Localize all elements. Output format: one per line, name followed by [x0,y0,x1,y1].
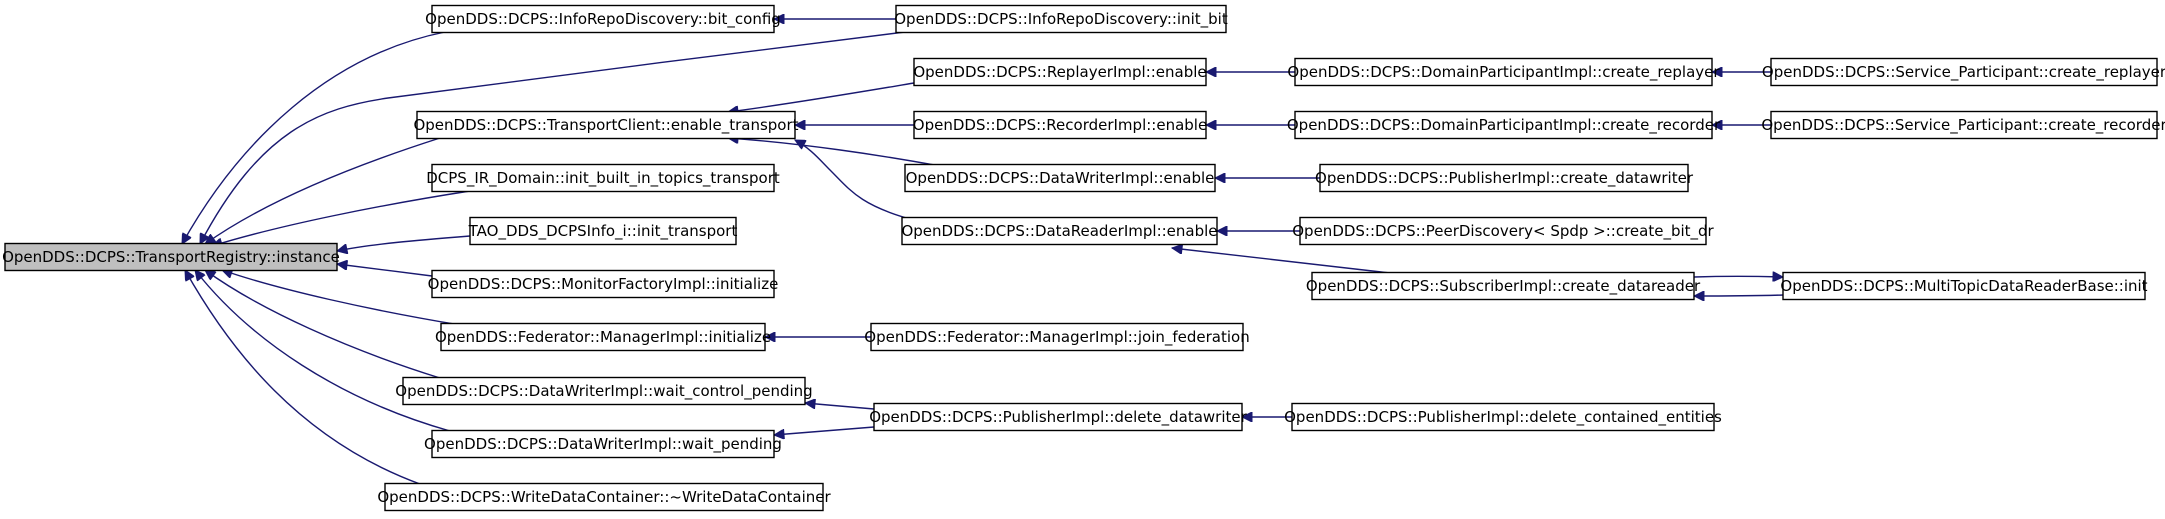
edge-dwwcp-to-root [205,270,441,379]
node-opendds-dcps-peerdiscovery-spdp-create-bit-dr[interactable]: OpenDDS::DCPS::PeerDiscovery< Spdp >::cr… [1292,216,1715,246]
node-box [901,216,1218,246]
node-box [1291,402,1715,432]
node-box [402,376,806,406]
node-label: OpenDDS::DCPS::TransportRegistry::instan… [2,248,340,266]
node-box [1782,271,2146,301]
node-box [913,110,1207,140]
node-box [431,163,775,193]
node-opendds-dcps-replayerimpl-enable[interactable]: OpenDDS::DCPS::ReplayerImpl::enable [913,57,1207,87]
edge-tao-to-root [337,235,471,251]
node-box [1770,110,2158,140]
node-label: OpenDDS::DCPS::DomainParticipantImpl::cr… [1287,116,1721,135]
edge-pubdel-to-dwwp [774,426,875,435]
edge-pubdel-to-dwwcp [805,403,875,410]
node-label: TAO_DDS_DCPSInfo_i::init_transport [468,222,738,241]
node-label: OpenDDS::Federator::ManagerImpl::join_fe… [864,328,1249,347]
edge-dren-to-enabletr [795,139,911,220]
edge-bitcfg-to-root [181,31,446,244]
node-label: OpenDDS::DCPS::PublisherImpl::delete_dat… [869,408,1247,427]
node-box [873,402,1243,432]
node-dcps-ir-domain-init-built-in-topics-transport[interactable]: DCPS_IR_Domain::init_built_in_topics_tra… [426,163,780,193]
node-opendds-dcps-subscriberimpl-create-datareader[interactable]: OpenDDS::DCPS::SubscriberImpl::create_da… [1306,271,1701,301]
node-label: OpenDDS::DCPS::DataReaderImpl::enable [901,222,1217,240]
node-box [469,216,737,246]
node-box [1294,57,1713,87]
node-label: OpenDDS::Federator::ManagerImpl::initial… [435,328,771,346]
call-edges [181,19,1784,485]
node-box [416,110,796,140]
node-opendds-dcps-datareaderimpl-enable[interactable]: OpenDDS::DCPS::DataReaderImpl::enable [901,216,1218,246]
node-opendds-dcps-monitorfactoryimpl-initialize[interactable]: OpenDDS::DCPS::MonitorFactoryImpl::initi… [428,269,779,299]
node-box [431,4,775,34]
edge-mtdr-to-subcdr [1694,295,1784,296]
node-opendds-dcps-publisherimpl-create-datawriter[interactable]: OpenDDS::DCPS::PublisherImpl::create_dat… [1315,163,1694,193]
node-label: OpenDDS::DCPS::Service_Participant::crea… [1762,63,2165,82]
node-box [440,322,766,352]
node-opendds-dcps-recorderimpl-enable[interactable]: OpenDDS::DCPS::RecorderImpl::enable [913,110,1207,140]
node-opendds-dcps-transportclient-enable-transport[interactable]: OpenDDS::DCPS::TransportClient::enable_t… [413,110,799,140]
node-box [431,429,775,459]
edge-subcdr-to-dren [1172,248,1391,274]
node-opendds-dcps-inforepodiscovery-bit-config[interactable]: OpenDDS::DCPS::InfoRepoDiscovery::bit_co… [425,4,781,34]
node-box [1311,271,1695,301]
edge-subcdr-to-mtdr [1693,276,1783,277]
edge-irdomain-to-root [212,190,471,246]
node-label: OpenDDS::DCPS::InfoRepoDiscovery::init_b… [894,10,1228,29]
node-opendds-dcps-transportregistry-instance[interactable]: OpenDDS::DCPS::TransportRegistry::instan… [2,242,340,272]
node-box [4,242,338,272]
node-opendds-dcps-writedatacontainer-writedatacontainer[interactable]: OpenDDS::DCPS::WriteDataContainer::~Writ… [377,482,832,512]
node-opendds-dcps-publisherimpl-delete-datawriter[interactable]: OpenDDS::DCPS::PublisherImpl::delete_dat… [869,402,1248,432]
node-label: OpenDDS::DCPS::PublisherImpl::create_dat… [1315,169,1694,188]
node-opendds-federator-managerimpl-join-federation[interactable]: OpenDDS::Federator::ManagerImpl::join_fe… [864,322,1250,352]
node-label: OpenDDS::DCPS::DataWriterImpl::wait_cont… [395,382,812,401]
node-label: OpenDDS::DCPS::PublisherImpl::delete_con… [1284,408,1722,427]
node-label: OpenDDS::DCPS::DataWriterImpl::wait_pend… [424,435,782,454]
node-opendds-dcps-datawriterimpl-wait-control-pending[interactable]: OpenDDS::DCPS::DataWriterImpl::wait_cont… [395,376,813,406]
node-opendds-dcps-datawriterimpl-wait-pending[interactable]: OpenDDS::DCPS::DataWriterImpl::wait_pend… [424,429,782,459]
node-box [1319,163,1689,193]
node-label: OpenDDS::DCPS::PeerDiscovery< Spdp >::cr… [1292,222,1714,241]
node-opendds-dcps-multitopicdatareaderbase-init[interactable]: OpenDDS::DCPS::MultiTopicDataReaderBase:… [1780,271,2148,301]
node-label: OpenDDS::DCPS::TransportClient::enable_t… [413,116,798,135]
node-label: OpenDDS::DCPS::SubscriberImpl::create_da… [1306,277,1701,296]
node-box [1294,110,1713,140]
edge-initbit-to-root [199,31,906,244]
node-opendds-dcps-service-participant-create-replayer[interactable]: OpenDDS::DCPS::Service_Participant::crea… [1762,57,2165,87]
node-box [1299,216,1707,246]
node-label: OpenDDS::DCPS::RecorderImpl::enable [913,116,1207,134]
node-box [1770,57,2158,87]
edge-dwwp-to-root [195,270,451,432]
node-label: OpenDDS::DCPS::MultiTopicDataReaderBase:… [1780,277,2147,295]
edge-monfac-to-root [337,264,433,277]
node-label: OpenDDS::DCPS::MonitorFactoryImpl::initi… [428,275,779,293]
node-box [431,269,775,299]
function-nodes: OpenDDS::DCPS::TransportRegistry::instan… [2,4,2165,512]
edge-enabletr-to-root [205,137,441,244]
node-box [870,322,1244,352]
node-label: OpenDDS::DCPS::DataWriterImpl::enable [906,169,1215,187]
node-label: OpenDDS::DCPS::WriteDataContainer::~Writ… [377,488,831,506]
node-box [913,57,1207,87]
edge-fedinit-to-root [222,270,461,326]
node-opendds-dcps-domainparticipantimpl-create-recorder[interactable]: OpenDDS::DCPS::DomainParticipantImpl::cr… [1287,110,1721,140]
node-opendds-dcps-datawriterimpl-enable[interactable]: OpenDDS::DCPS::DataWriterImpl::enable [904,163,1216,193]
node-opendds-dcps-service-participant-create-recorder[interactable]: OpenDDS::DCPS::Service_Participant::crea… [1761,110,2165,140]
edge-dwen-to-enabletr [728,138,941,167]
node-label: OpenDDS::DCPS::Service_Participant::crea… [1761,116,2165,135]
node-opendds-dcps-publisherimpl-delete-contained-entities[interactable]: OpenDDS::DCPS::PublisherImpl::delete_con… [1284,402,1722,432]
node-label: OpenDDS::DCPS::ReplayerImpl::enable [913,63,1206,81]
node-label: OpenDDS::DCPS::InfoRepoDiscovery::bit_co… [425,10,781,29]
node-opendds-dcps-inforepodiscovery-init-bit[interactable]: OpenDDS::DCPS::InfoRepoDiscovery::init_b… [894,4,1228,34]
node-box [384,482,824,512]
node-opendds-federator-managerimpl-initialize[interactable]: OpenDDS::Federator::ManagerImpl::initial… [435,322,771,352]
node-label: DCPS_IR_Domain::init_built_in_topics_tra… [426,169,780,188]
node-box [895,4,1227,34]
edge-wdc-to-root [184,270,421,485]
node-box [904,163,1216,193]
node-opendds-dcps-domainparticipantimpl-create-replayer[interactable]: OpenDDS::DCPS::DomainParticipantImpl::cr… [1287,57,1720,87]
node-label: OpenDDS::DCPS::DomainParticipantImpl::cr… [1287,63,1720,82]
node-tao-dds-dcpsinfo-i-init-transport[interactable]: TAO_DDS_DCPSInfo_i::init_transport [468,216,738,246]
edge-replen-to-enabletr [728,82,915,112]
